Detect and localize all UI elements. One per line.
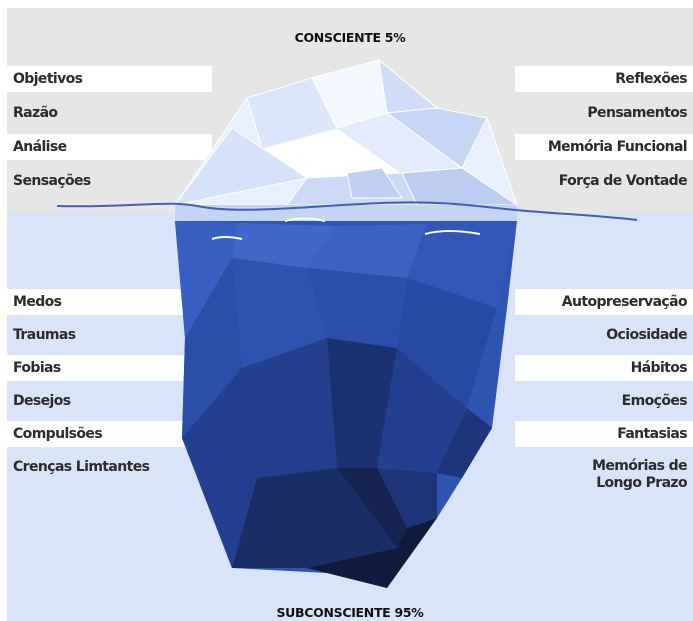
conscious-row-right: Pensamentos bbox=[515, 100, 693, 126]
iceberg-waterline-band bbox=[175, 205, 517, 221]
subconscious-row-right: Ociosidade bbox=[515, 322, 693, 348]
subconscious-row-right: Emoções bbox=[515, 388, 693, 414]
subconscious-item-label: Fobias bbox=[13, 360, 61, 376]
conscious-item-label: Reflexões bbox=[615, 71, 687, 87]
conscious-item-label: Análise bbox=[13, 139, 67, 155]
iceberg-body bbox=[175, 221, 517, 588]
conscious-row-left: Objetivos bbox=[7, 66, 212, 92]
subconscious-item-label: Autopreservação bbox=[561, 294, 688, 310]
conscious-item-label: Pensamentos bbox=[587, 105, 687, 121]
conscious-item-label: Sensações bbox=[13, 173, 91, 189]
conscious-row-right: Memória Funcional bbox=[515, 134, 693, 160]
subconscious-row-left: Compulsões bbox=[7, 421, 212, 447]
subconscious-item-label: Crenças Limtantes bbox=[13, 459, 150, 475]
subconscious-row-left: Fobias bbox=[7, 355, 212, 381]
conscious-row-right: Força de Vontade bbox=[515, 168, 693, 194]
conscious-row-left: Análise bbox=[7, 134, 212, 160]
subconscious-title: SUBCONSCIENTE 95% bbox=[276, 605, 424, 620]
subconscious-item-label: Medos bbox=[13, 294, 62, 310]
subconscious-row-left: Traumas bbox=[7, 322, 212, 348]
wave-highlight bbox=[424, 230, 481, 235]
subconscious-row-right: Hábitos bbox=[515, 355, 693, 381]
subconscious-item-label: Fantasias bbox=[617, 426, 687, 442]
subconscious-row-right: Fantasias bbox=[515, 421, 693, 447]
water-line bbox=[56, 201, 638, 221]
conscious-row-left: Razão bbox=[7, 100, 212, 126]
subconscious-item-label: Compulsões bbox=[13, 426, 103, 442]
subconscious-item-label: Hábitos bbox=[630, 360, 688, 376]
subconscious-row-right: Memórias de Longo Prazo bbox=[515, 454, 693, 494]
subconscious-item-label: Desejos bbox=[13, 393, 71, 409]
conscious-item-label: Força de Vontade bbox=[558, 173, 688, 189]
subconscious-item-label: Longo Prazo bbox=[596, 475, 687, 491]
conscious-item-label: Razão bbox=[13, 105, 58, 121]
subconscious-item-label: Emoções bbox=[621, 393, 688, 409]
subconscious-item-label: Memórias de bbox=[592, 458, 688, 474]
iceberg-illustration bbox=[56, 58, 638, 588]
conscious-row-left: Sensações bbox=[7, 168, 212, 194]
subconscious-item-label: Traumas bbox=[13, 327, 76, 343]
conscious-row-right: Reflexões bbox=[515, 66, 693, 92]
conscious-item-label: Objetivos bbox=[13, 71, 83, 87]
subconscious-row-left: Desejos bbox=[7, 388, 212, 414]
subconscious-row-left: Crenças Limtantes bbox=[7, 454, 212, 480]
wave-highlight bbox=[284, 217, 326, 222]
subconscious-row-left: Medos bbox=[7, 289, 212, 315]
iceberg-infographic: Objetivos Razão Análise Sensações Reflex… bbox=[7, 8, 693, 621]
wave-highlight bbox=[211, 236, 243, 240]
subconscious-item-label: Ociosidade bbox=[606, 327, 687, 343]
iceberg-tip bbox=[173, 58, 519, 206]
conscious-item-label: Memória Funcional bbox=[547, 139, 688, 155]
conscious-title: CONSCIENTE 5% bbox=[294, 30, 406, 45]
subconscious-row-right: Autopreservação bbox=[515, 289, 693, 315]
